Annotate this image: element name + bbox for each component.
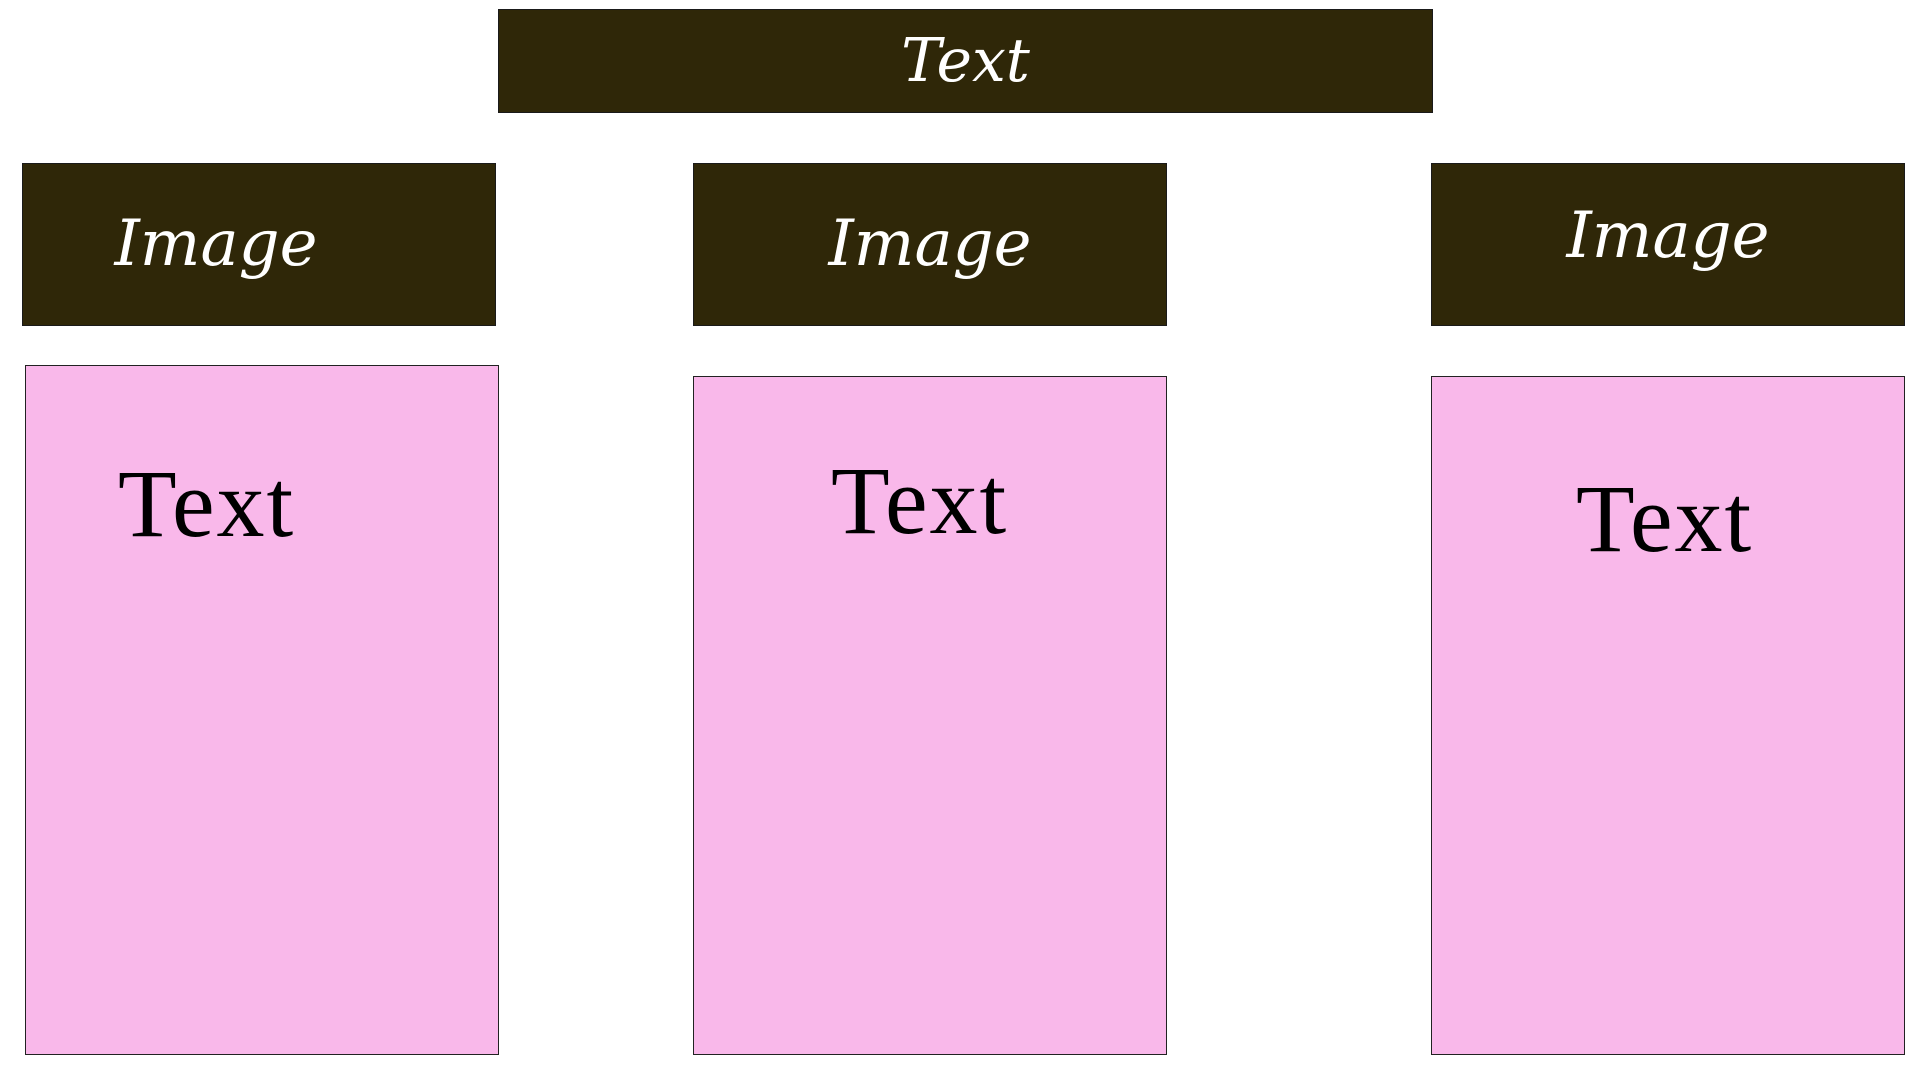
image-placeholder-1: Image bbox=[22, 163, 496, 326]
text-panel-2: Text bbox=[693, 376, 1167, 1055]
header-title-box: Text bbox=[498, 9, 1433, 113]
text-panel-1: Text bbox=[25, 365, 499, 1055]
image-label-1: Image bbox=[114, 206, 318, 281]
image-placeholder-2: Image bbox=[693, 163, 1167, 326]
text-panel-3: Text bbox=[1431, 376, 1905, 1055]
text-label-2: Text bbox=[831, 447, 1009, 554]
image-label-2: Image bbox=[828, 206, 1032, 281]
text-label-1: Text bbox=[118, 450, 296, 557]
image-placeholder-3: Image bbox=[1431, 163, 1905, 326]
header-title: Text bbox=[901, 26, 1030, 96]
image-label-3: Image bbox=[1566, 198, 1770, 273]
text-label-3: Text bbox=[1576, 465, 1754, 572]
